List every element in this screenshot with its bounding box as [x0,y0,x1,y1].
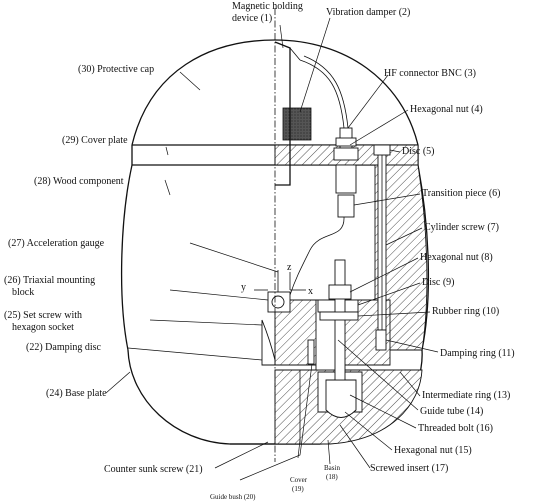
label-counter-sunk-screw: Counter sunk screw (21) [104,464,203,475]
leader-19 [297,439,301,459]
leader-26 [169,289,269,301]
leader-10 [357,311,431,317]
leader-7 [385,227,423,246]
label-screwed-insert: Screwed insert (17) [370,463,448,474]
label-triaxial-2: block [12,287,34,298]
leader-25 [149,319,263,326]
label-damping-disc: (22) Damping disc [26,342,102,353]
bracket-line [289,47,301,61]
label-intermediate-ring: Intermediate ring (13) [422,390,510,401]
label-cover-1: Cover [290,476,308,484]
label-triaxial-1: (26) Triaxial mounting [4,275,95,286]
bnc-nut [333,147,359,161]
damping-disc [261,319,276,366]
label-hexagonal-nut-15: Hexagonal nut (15) [394,445,472,456]
rubber-ring [319,311,359,321]
leader-17 [339,424,371,469]
leader-30 [179,71,201,91]
label-vibration-damper: Vibration damper (2) [326,7,410,18]
leader-4 [349,109,409,146]
damping-ring-bolt [375,329,387,351]
label-magnetic-holding-2: device (1) [232,13,272,24]
x-axis-label: x [308,286,313,297]
label-basin-2: (18) [326,473,338,481]
cable [299,55,349,129]
leader-13 [399,371,421,397]
leader-22 [127,347,263,361]
label-wood-component: (28) Wood component [34,176,124,187]
bnc-body [335,164,357,194]
label-set-screw-2: hexagon socket [12,322,74,333]
label-hexagonal-nut-4: Hexagonal nut (4) [410,104,483,115]
label-rubber-ring: Rubber ring (10) [432,306,499,317]
label-protective-cap: (30) Protective cap [78,64,154,75]
cable-to-gauge [289,216,345,296]
label-guide-bush: Guide bush (20) [210,493,256,501]
label-threaded-bolt: Threaded bolt (16) [418,423,493,434]
leader-16 [349,394,417,429]
leader-2 [299,17,331,113]
label-disc-5: Disc (5) [402,146,435,157]
leader-24 [105,371,131,394]
label-damping-ring: Damping ring (11) [440,348,515,359]
label-cover-plate: (29) Cover plate [62,135,128,146]
acceleration-gauge [271,295,285,309]
label-hf-connector: HF connector BNC (3) [384,68,476,79]
vibration-damper [282,107,312,141]
cylinder-screw-head [373,144,391,156]
leader-20 [239,363,313,481]
leader-18 [327,439,331,465]
leader-6 [353,193,421,206]
leader-5 [389,149,401,153]
leader-8 [349,257,419,293]
leader-14 [337,339,419,411]
label-set-screw-1: (25) Set screw with [4,310,82,321]
leader-21 [214,441,269,469]
leader-27 [189,242,279,273]
label-disc-9: Disc (9) [422,277,455,288]
y-axis-label: y [241,282,246,293]
wood-component-outline [120,164,430,351]
leader-1 [279,24,284,49]
inner-cavity [280,170,370,290]
leader-3 [347,74,389,129]
leader-29 [165,146,169,156]
guide-bush [307,339,315,365]
transition-piece [337,194,355,218]
label-transition-piece: Transition piece (6) [422,188,501,199]
label-base-plate: (24) Base plate [46,388,107,399]
label-hexagonal-nut-8: Hexagonal nut (8) [420,252,493,263]
label-cover-2: (19) [292,485,304,493]
label-cylinder-screw: Cylinder screw (7) [424,222,499,233]
leader-11 [385,339,439,353]
label-acceleration-gauge: (27) Acceleration gauge [8,238,105,249]
leader-9 [357,282,421,306]
label-basin-1: Basin [324,464,340,472]
hexagonal-nut-4 [335,137,357,147]
leader-28 [164,179,171,196]
hexagonal-nut-8 [328,284,352,300]
label-guide-tube: Guide tube (14) [420,406,483,417]
label-magnetic-holding-1: Magnetic holding [232,1,303,12]
threaded-bolt-head [325,379,357,418]
z-axis-label: z [287,262,292,273]
leader-15 [344,411,393,451]
